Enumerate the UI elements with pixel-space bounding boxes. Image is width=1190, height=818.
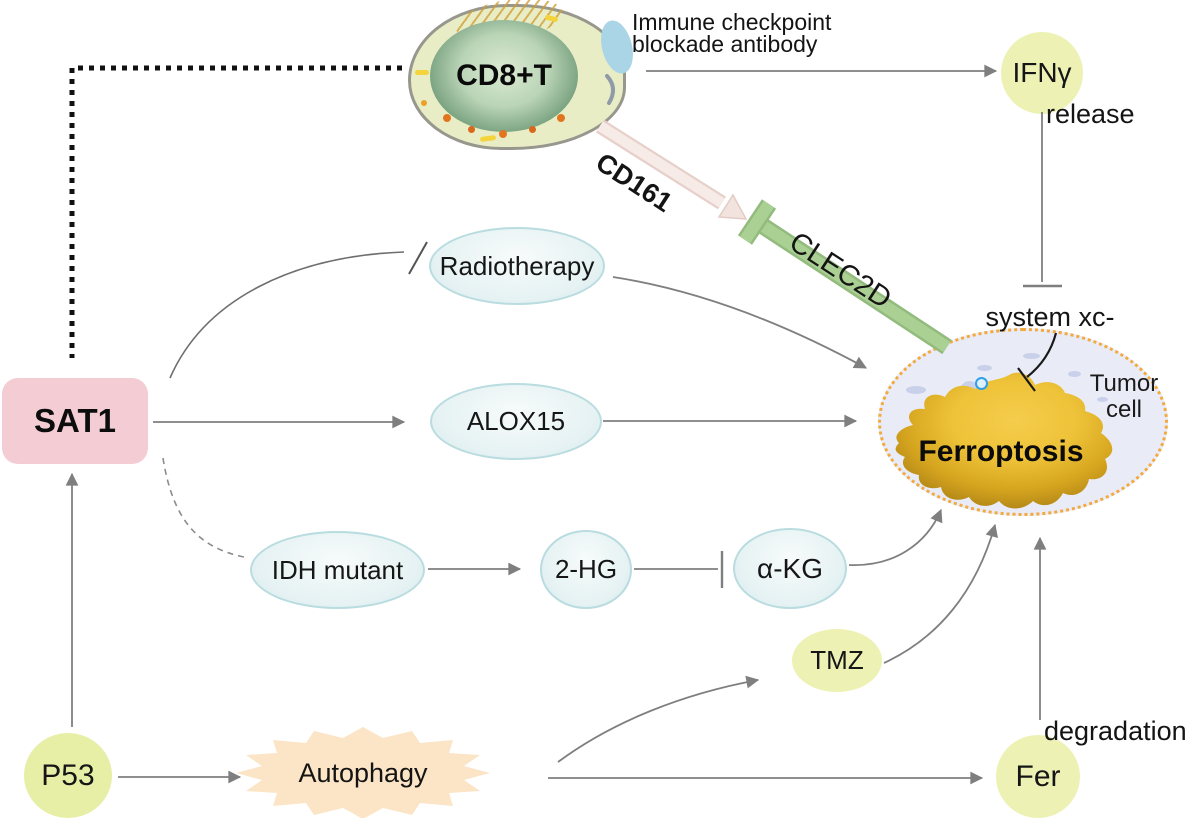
edge-autophagy-tmz-arrow bbox=[557, 675, 760, 763]
autophagy-label: Autophagy bbox=[298, 757, 428, 788]
p53-node: P53 bbox=[24, 733, 112, 818]
ifng-node: IFNγ bbox=[1001, 32, 1083, 114]
idh-mutant-label: IDH mutant bbox=[271, 554, 404, 585]
ifng-label: IFNγ bbox=[1012, 57, 1072, 88]
sat1-node: SAT1 bbox=[2, 378, 148, 464]
alox15-node: ALOX15 bbox=[430, 383, 602, 460]
clec2d-label: CLEC2D bbox=[783, 226, 897, 316]
system-xc-label: system xc- bbox=[985, 302, 1115, 332]
2hg-label: 2-HG bbox=[554, 554, 618, 584]
radiotherapy-node: Radiotherapy bbox=[429, 227, 605, 305]
edge-sat1-radiotherapy bbox=[169, 241, 428, 379]
tumor-cell: Ferroptosis Tumor cell bbox=[878, 328, 1168, 516]
immune-checkpoint-label: Immune checkpoint blockade antibody bbox=[632, 9, 832, 57]
p53-label: P53 bbox=[41, 758, 95, 792]
tmz-label: TMZ bbox=[810, 645, 864, 675]
cd8t-label: CD8+T bbox=[456, 59, 552, 92]
idh-mutant-node: IDH mutant bbox=[250, 531, 425, 609]
cd8t-granule-icon bbox=[443, 114, 451, 122]
cd8t-granule-icon bbox=[529, 126, 536, 133]
cd8t-granule-icon bbox=[499, 130, 507, 138]
tumor-blue-dot-icon bbox=[975, 377, 988, 390]
ferroptosis-blob bbox=[895, 372, 1113, 509]
edge-2hg-akg-inhibition bbox=[634, 551, 724, 588]
tmz-node: TMZ bbox=[792, 629, 882, 692]
edge-tmz-ferroptosis-arrow bbox=[883, 523, 998, 664]
release-label: release bbox=[1046, 99, 1135, 129]
akg-node: α-KG bbox=[733, 528, 847, 609]
edge-radiotherapy-ferroptosis-arrow bbox=[612, 276, 868, 369]
2hg-node: 2-HG bbox=[540, 530, 632, 609]
tumor-speckle-icon bbox=[906, 386, 926, 394]
tumor-speckle-icon bbox=[977, 365, 992, 371]
cd161-label: CD161 bbox=[590, 147, 678, 218]
cd8t-granule-icon bbox=[557, 114, 565, 122]
tumor-speckle-icon bbox=[1097, 397, 1108, 402]
cd8t-granule-icon bbox=[468, 126, 475, 133]
fer-label: Fer bbox=[1015, 759, 1061, 793]
tumor-cell-label: Tumor cell bbox=[1089, 370, 1159, 423]
autophagy-node: Autophagy bbox=[235, 726, 491, 818]
sat1-label: SAT1 bbox=[34, 402, 116, 439]
cd8t-nucleus: CD8+T bbox=[430, 20, 578, 132]
cd8t-granule-icon bbox=[421, 100, 427, 106]
akg-label: α-KG bbox=[757, 552, 823, 584]
ferroptosis-label: Ferroptosis bbox=[918, 435, 1084, 468]
autophagy-starburst-icon bbox=[236, 727, 490, 818]
tumor-speckle-icon bbox=[1068, 371, 1081, 377]
edge-ifng-systemxc-inhibition bbox=[1023, 112, 1062, 288]
edge-sat1-idh-dashed bbox=[162, 457, 245, 558]
degradation-label: degradation bbox=[1044, 716, 1187, 746]
edge-cd8t-sat1-dotted bbox=[69, 65, 402, 358]
radiotherapy-label: Radiotherapy bbox=[439, 250, 595, 281]
cd8t-organelle-icon bbox=[415, 70, 429, 75]
alox15-label: ALOX15 bbox=[466, 406, 566, 436]
fer-node: Fer bbox=[996, 735, 1080, 818]
